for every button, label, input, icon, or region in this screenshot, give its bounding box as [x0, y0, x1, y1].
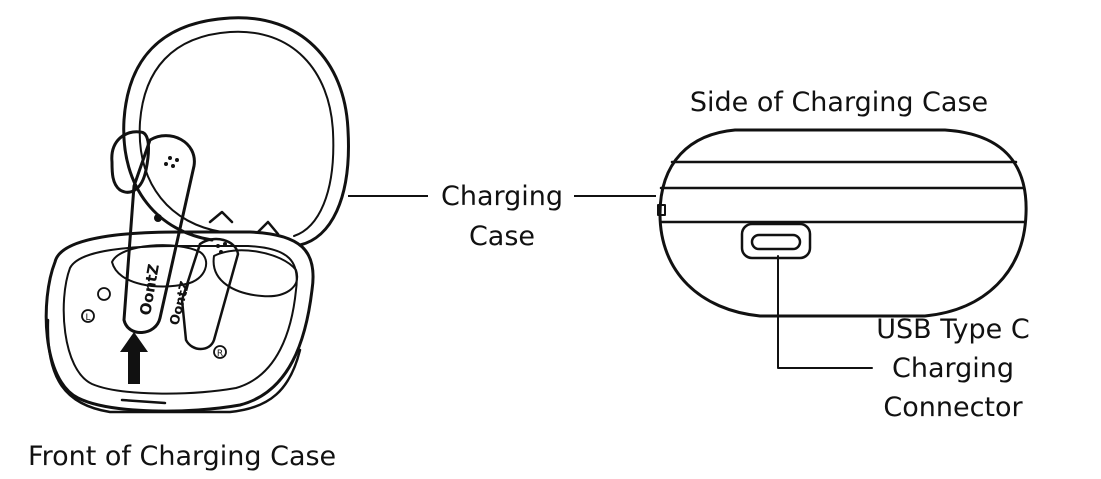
usb-c-port-surround [740, 222, 812, 260]
case-lid-inner [138, 30, 335, 237]
side-case-illustration [657, 128, 1028, 318]
left-earbud-stem [122, 134, 196, 334]
left-earbud-logo: OontZ [136, 262, 163, 316]
right-earbud-stem [180, 237, 240, 351]
case-base-outer [44, 230, 315, 413]
right-marker-circle [213, 345, 227, 359]
usb-label-line3: Connector [883, 392, 1023, 423]
side-case-title: Side of Charging Case [690, 87, 988, 118]
left-earbud-mic-dot [168, 156, 172, 160]
side-case-body [658, 128, 1028, 318]
case-bottom-rim [46, 318, 302, 414]
left-earbud-mic-dot [171, 164, 175, 168]
pairing-button-icon [97, 287, 111, 301]
left-marker-label: L [85, 313, 90, 323]
left-earbud-mic-dot [175, 158, 179, 162]
left-earbud-touch-dot [154, 214, 162, 222]
lid-hinge [208, 210, 280, 236]
left-earbud-well [111, 244, 208, 288]
left-earbud-mic-dot [164, 162, 168, 166]
usb-label-line1: USB Type C [876, 314, 1029, 345]
charging-case-label-line2: Case [469, 221, 535, 252]
usb-c-port-icon [750, 233, 802, 251]
front-case-illustration: OontZ OontZ L R [44, 16, 350, 414]
case-front-slot [120, 398, 167, 405]
right-earbud-mic-dot [216, 244, 220, 248]
charging-case-label-line1: Charging [441, 181, 563, 212]
usb-label-line2: Charging [892, 353, 1014, 384]
right-earbud-well [212, 249, 299, 298]
usb-connector-leader [777, 255, 873, 369]
left-marker-circle [81, 309, 95, 323]
right-earbud-mic-dot [219, 250, 223, 254]
right-marker-label: R [217, 349, 223, 359]
side-case-notch [657, 204, 666, 216]
case-lid-outer [122, 16, 350, 247]
front-case-title: Front of Charging Case [28, 441, 336, 472]
lift-up-arrow-icon [120, 332, 148, 384]
right-earbud-mic-dot [223, 242, 227, 246]
left-earbud-head [110, 130, 150, 194]
